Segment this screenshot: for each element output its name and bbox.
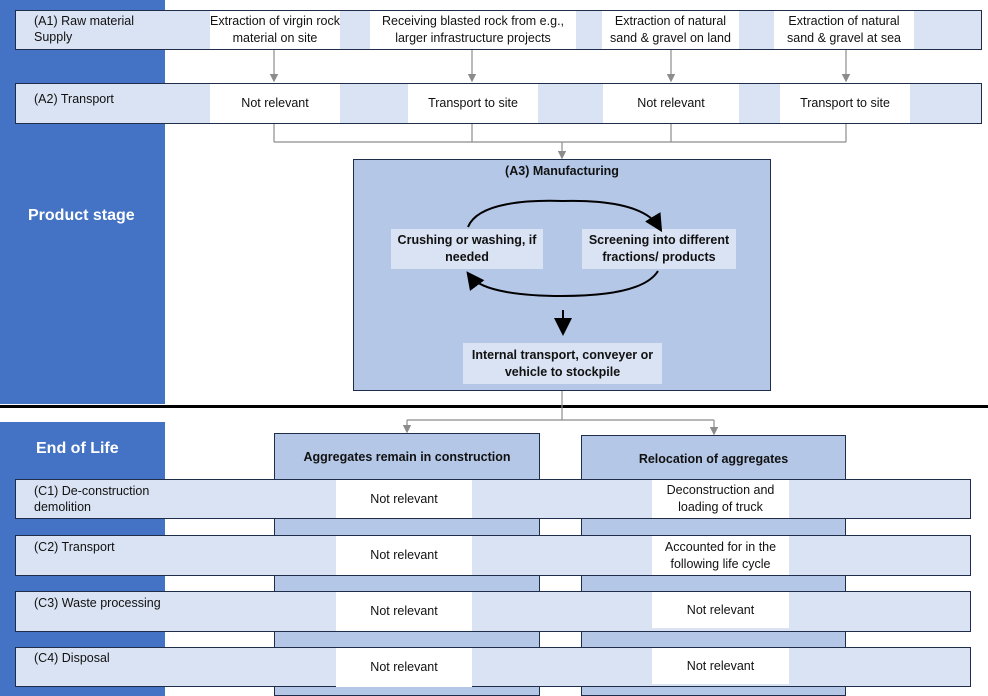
row-c3-label: (C3) Waste processing — [34, 596, 161, 610]
c4-remain-cell: Not relevant — [336, 648, 472, 687]
column-remain-title: Aggregates remain in construction — [303, 449, 511, 464]
cycle-arrow-top — [467, 199, 663, 233]
row-c3 — [15, 591, 971, 632]
row-c4-label: (C4) Disposal — [34, 651, 110, 665]
a2-cell-4: Transport to site — [780, 84, 910, 123]
cycle-arrow-bottom — [466, 270, 659, 298]
row-a1-label: (A1) Raw material Supply — [34, 14, 135, 44]
internal-transport-box: Internal transport, conveyer or vehicle … — [463, 343, 662, 384]
row-c4 — [15, 647, 971, 687]
row-c1-label: (C1) De-construction demolition — [34, 484, 150, 514]
product-stage-label: Product stage — [28, 207, 135, 224]
a1-cell-sand-gravel-land: Extraction of natural sand & gravel on l… — [602, 11, 739, 49]
crushing-box: Crushing or washing, if needed — [391, 229, 543, 269]
a2-cell-3: Not relevant — [603, 84, 739, 123]
column-relocation-title: Relocation of aggregates — [638, 451, 789, 466]
screening-box: Screening into different fractions/ prod… — [582, 229, 736, 269]
a2-cell-1: Not relevant — [210, 84, 340, 123]
product-stage-sidebar — [0, 0, 165, 404]
row-c2 — [15, 535, 971, 576]
a2-cell-2: Transport to site — [408, 84, 538, 123]
c1-relocation-cell: Deconstruction and loading of truck — [652, 480, 789, 518]
a1-cell-blasted-rock: Receiving blasted rock from e.g., larger… — [370, 11, 576, 49]
c2-remain-cell: Not relevant — [336, 536, 472, 575]
row-a2-label: (A2) Transport — [34, 92, 114, 106]
row-c1 — [15, 479, 971, 519]
row-c2-label: (C2) Transport — [34, 540, 115, 554]
a1-cell-sand-gravel-sea: Extraction of natural sand & gravel at s… — [774, 11, 914, 49]
c4-relocation-cell: Not relevant — [652, 648, 789, 684]
a1-cell-virgin-rock: Extraction of virgin rock material on si… — [210, 11, 340, 49]
c3-remain-cell: Not relevant — [336, 592, 472, 631]
c3-relocation-cell: Not relevant — [652, 592, 789, 628]
end-of-life-label: End of Life — [36, 440, 119, 457]
c1-remain-cell: Not relevant — [336, 480, 472, 518]
c2-relocation-cell: Accounted for in the following life cycl… — [652, 536, 789, 575]
manufacturing-title: (A3) Manufacturing — [505, 164, 619, 178]
stage-divider — [0, 405, 988, 408]
